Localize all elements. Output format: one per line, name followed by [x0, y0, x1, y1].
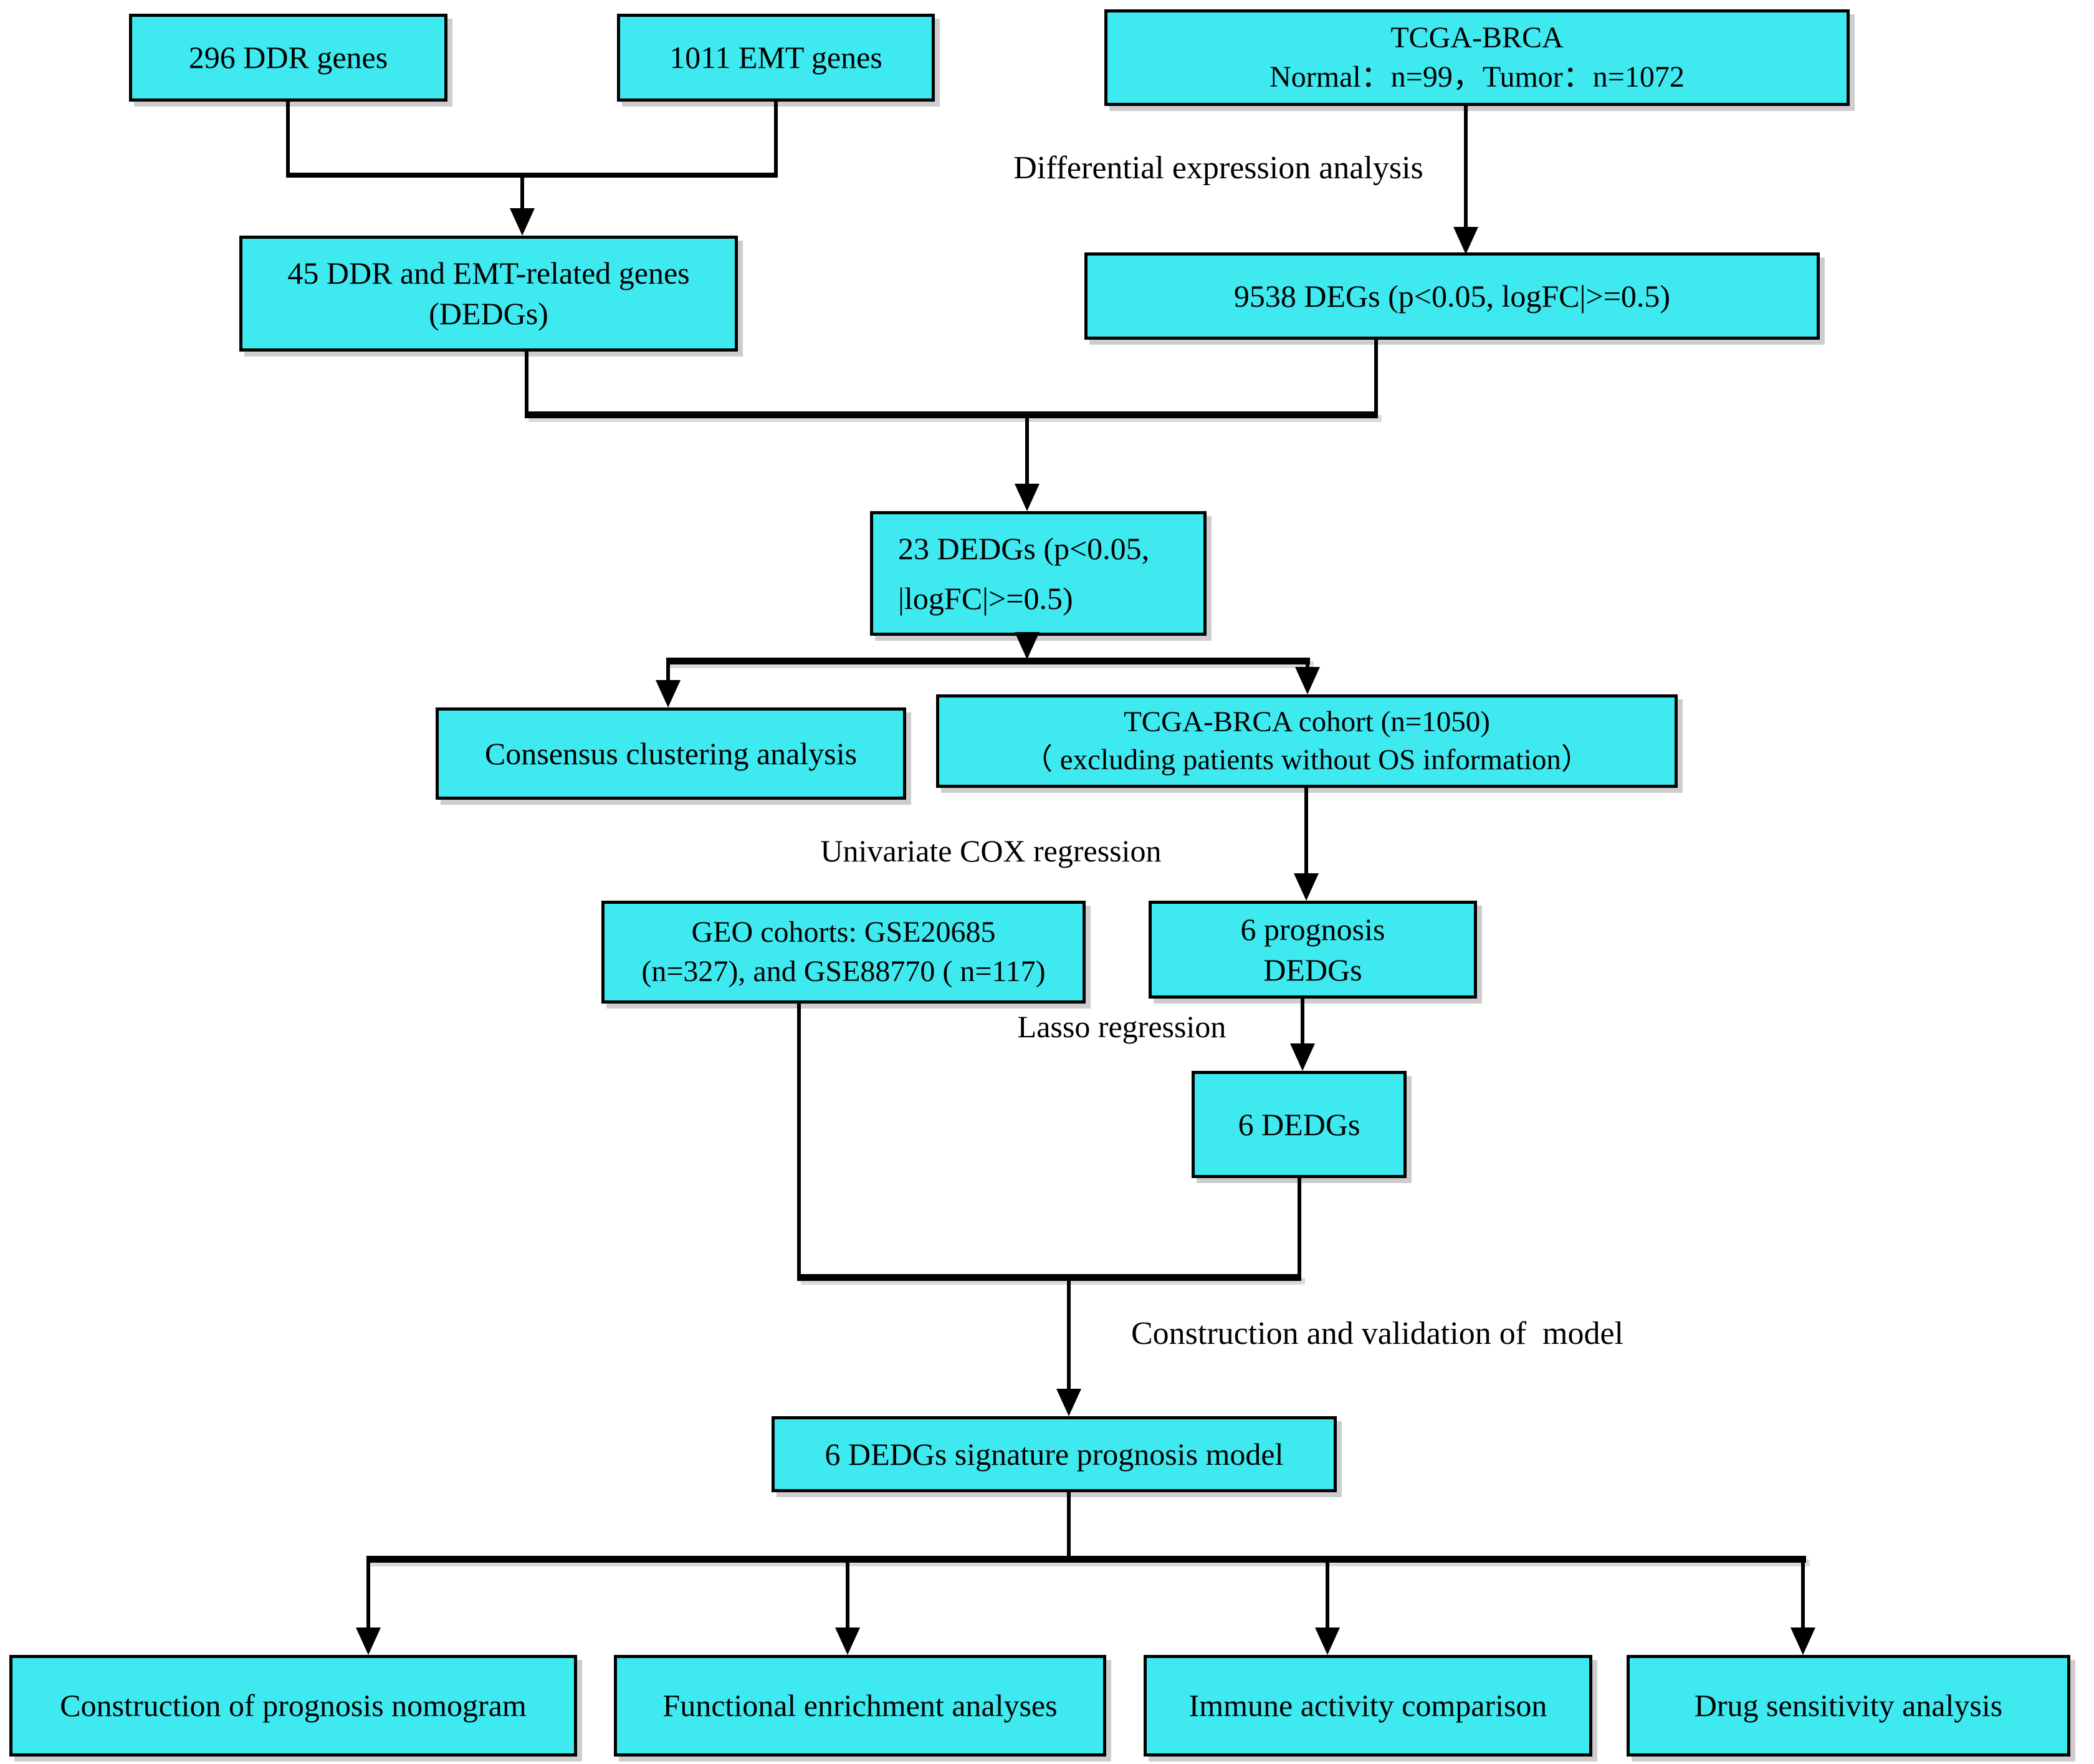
connector-merge-line-1 — [525, 411, 1378, 418]
connector-ddr-down — [286, 102, 290, 176]
node-signature-model: 6 DEDGs signature prognosis model — [772, 1416, 1337, 1492]
node-prognosis-nomogram: Construction of prognosis nomogram — [9, 1655, 577, 1757]
node-functional-enrichment: Functional enrichment analyses — [614, 1655, 1106, 1757]
connector-split-line — [666, 658, 1310, 664]
connector-split-left — [666, 663, 670, 683]
node-label: 9538 DEGs (p<0.05, logFC|>=0.5) — [1233, 278, 1671, 314]
edge-label-lasso: Lasso regression — [1017, 1009, 1226, 1044]
arrowhead-into-immune — [1315, 1627, 1340, 1655]
node-label: DEDGs — [1263, 952, 1362, 987]
node-label: 296 DDR genes — [188, 40, 388, 75]
node-geo-cohorts: GEO cohorts: GSE20685 (n=327), and GSE88… — [601, 901, 1086, 1004]
connector-merge2-drop — [1067, 1281, 1071, 1390]
node-label: (n=327), and GSE88770 ( n=117) — [641, 954, 1046, 988]
arrowhead-into-cohort — [1295, 667, 1320, 694]
node-23-dedgs: 23 DEDGs (p<0.05, |logFC|>=0.5) — [870, 511, 1207, 636]
connector-merge-line-2 — [797, 1274, 1301, 1281]
arrowhead-into-dedgs23 — [1015, 484, 1040, 511]
connector-degs9538-down — [1374, 340, 1378, 416]
node-label: Drug sensitivity analysis — [1694, 1688, 2003, 1723]
connector-cohort-down — [1304, 788, 1308, 875]
connector-merge-drop — [520, 175, 524, 211]
arrowhead-into-nomogram — [356, 1627, 381, 1655]
connector-dedgs45-down — [525, 352, 528, 416]
connector-distribution-line — [366, 1556, 1806, 1563]
node-1011-emt-genes: 1011 EMT genes — [617, 14, 935, 102]
node-6-prognosis-dedgs: 6 prognosis DEDGs — [1149, 901, 1477, 999]
node-label: （ excluding patients without OS informat… — [1023, 744, 1590, 776]
node-tcga-brca: TCGA-BRCA Normal：n=99，Tumor：n=1072 — [1104, 9, 1850, 106]
node-immune-activity: Immune activity comparison — [1144, 1655, 1592, 1757]
node-label: 45 DDR and EMT-related genes — [287, 256, 690, 290]
arrowhead-into-prognosis-dedgs — [1294, 873, 1319, 901]
arrowhead-into-dedgs6 — [1290, 1043, 1315, 1071]
arrowhead-into-dedgs45 — [510, 208, 535, 236]
connector-branch-nomogram — [366, 1563, 370, 1629]
connector-ddr-emt-merge — [286, 173, 778, 178]
node-tcga-cohort: TCGA-BRCA cohort (n=1050) （ excluding pa… — [936, 694, 1678, 788]
node-label: 6 DEDGs signature prognosis model — [825, 1436, 1284, 1472]
node-6-dedgs: 6 DEDGs — [1192, 1071, 1407, 1178]
connector-branch-enrichment — [846, 1563, 849, 1629]
node-label: Immune activity comparison — [1188, 1688, 1547, 1723]
connector-branch-drug — [1801, 1563, 1805, 1629]
node-label: (DEDGs) — [429, 296, 548, 331]
connector-emt-down — [774, 102, 778, 176]
arrowhead-into-consensus — [656, 680, 681, 707]
arrowhead-into-model — [1056, 1389, 1081, 1416]
connector-tcga-down — [1464, 106, 1468, 228]
node-label: TCGA-BRCA cohort (n=1050) — [1124, 705, 1490, 738]
node-consensus-clustering: Consensus clustering analysis — [436, 707, 906, 800]
node-drug-sensitivity: Drug sensitivity analysis — [1627, 1655, 2070, 1757]
node-label: 23 DEDGs (p<0.05, — [898, 531, 1150, 566]
connector-prognosis-down — [1301, 999, 1304, 1045]
node-label: GEO cohorts: GSE20685 — [691, 916, 996, 949]
connector-merge1-drop — [1025, 418, 1029, 484]
node-label: Normal：n=99，Tumor：n=1072 — [1269, 60, 1685, 93]
node-label: Consensus clustering analysis — [484, 736, 858, 771]
arrowhead-into-enrichment — [835, 1627, 860, 1655]
edge-label-construction-validation: Construction and validation of model — [1131, 1316, 1623, 1351]
connector-geo-down — [797, 1004, 801, 1278]
edge-label-differential-expression: Differential expression analysis — [1013, 150, 1423, 186]
node-label: Functional enrichment analyses — [662, 1688, 1058, 1723]
node-label: 1011 EMT genes — [669, 40, 882, 75]
connector-dedgs6-down — [1298, 1178, 1301, 1278]
connector-branch-immune — [1326, 1563, 1329, 1629]
arrowhead-into-split — [1015, 632, 1040, 659]
node-9538-degs: 9538 DEGs (p<0.05, logFC|>=0.5) — [1084, 252, 1820, 340]
node-45-dedgs: 45 DDR and EMT-related genes (DEDGs) — [239, 236, 738, 352]
edge-label-univariate-cox: Univariate COX regression — [820, 833, 1162, 868]
node-label: Construction of prognosis nomogram — [60, 1688, 527, 1723]
arrowhead-into-drug — [1790, 1627, 1815, 1655]
node-296-ddr-genes: 296 DDR genes — [129, 14, 447, 102]
connector-split-right — [1306, 663, 1309, 670]
arrowhead-into-degs9538 — [1453, 227, 1478, 254]
node-label: TCGA-BRCA — [1390, 21, 1564, 55]
connector-model-down — [1067, 1492, 1071, 1560]
node-label: 6 prognosis — [1240, 911, 1385, 947]
node-label: |logFC|>=0.5) — [898, 581, 1073, 616]
node-label: 6 DEDGs — [1238, 1106, 1360, 1142]
